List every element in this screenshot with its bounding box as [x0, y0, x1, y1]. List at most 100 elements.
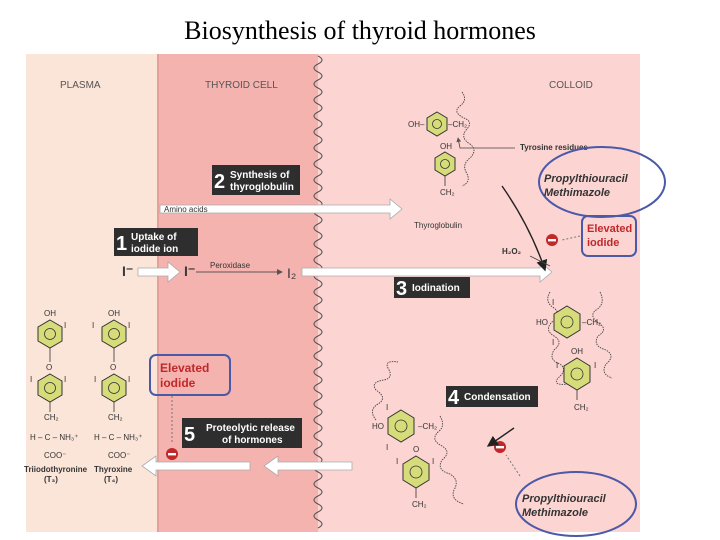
- step-3-box: 3 Iodination: [394, 277, 470, 300]
- t4-name-line2: (T₄): [104, 475, 118, 484]
- ch2-label: CH₂: [412, 500, 427, 509]
- step-2-box: 2 Synthesis of thyroglobulin: [212, 165, 300, 195]
- step-5-number: 5: [184, 424, 195, 446]
- diiodotyrosine-molecule: I HO –CH₂ I: [536, 298, 601, 347]
- peroxidase-label: Peroxidase: [210, 261, 251, 270]
- drug-top-line2: Methimazole: [544, 187, 610, 199]
- step-4-line1: Condensation: [464, 392, 531, 403]
- o-label: O: [413, 445, 419, 454]
- hormone-release-arrow-right: [263, 455, 353, 477]
- o-label: O: [46, 363, 52, 372]
- iodine-atom-label: I: [128, 321, 130, 330]
- inhibitor-icon: [546, 234, 558, 246]
- drug-bottom-line1: Propylthiouracil: [522, 493, 607, 505]
- iodine-atom-label: I: [30, 375, 32, 384]
- t3-name-line2: (T₃): [44, 475, 58, 484]
- ch2-label: CH₂: [108, 413, 123, 422]
- colloid-header: COLLOID: [549, 80, 593, 91]
- thyroglobulin-chain: [456, 91, 475, 187]
- thyroglobulin-chain: [547, 291, 569, 385]
- plasma-region: [26, 54, 158, 532]
- tyrosine-residues-label: Tyrosine residues: [520, 143, 588, 152]
- ch2-label: CH₂: [574, 403, 589, 412]
- drug-bottom-highlight: [515, 471, 637, 537]
- oh-label: OH: [44, 309, 56, 318]
- iodine-atom-label: I: [386, 443, 388, 452]
- amino-acid-arrow: [159, 198, 403, 220]
- t4-molecule: OH I I O I I CH₂ H – C – NH₃⁺ COO⁻ Thyro…: [92, 309, 142, 484]
- ch2-label: –CH₂: [448, 120, 467, 129]
- iodine-label: I₂: [287, 265, 296, 281]
- inhibition-line: [505, 454, 521, 477]
- drug-bottom-line2: Methimazole: [522, 507, 588, 519]
- o-label: O: [110, 363, 116, 372]
- diiodotyrosine-molecule: OH I I CH₂: [556, 347, 596, 412]
- step-2-line1: Synthesis of: [230, 170, 290, 181]
- ho-label: HO: [536, 318, 548, 327]
- tyrosine-molecule: OH– –CH₂: [408, 111, 467, 137]
- tyrosine-molecule: OH CH₂: [434, 142, 456, 197]
- elevated-iodide-plasma-line2: iodide: [160, 376, 196, 390]
- t3-molecule: OH I O I I CH₂ H – C – NH₃⁺ COO⁻ Triiodo…: [24, 309, 88, 484]
- thyroglobulin-chain: [434, 415, 465, 505]
- thyroglobulin-chain: [592, 291, 613, 379]
- tyrosine-pointer: [456, 137, 515, 149]
- colloid-region: [318, 54, 640, 532]
- iodine-atom-label: I: [128, 375, 130, 384]
- iodine-atom-label: I: [432, 457, 434, 466]
- iodine-atom-label: I: [94, 375, 96, 384]
- oh-label: OH–: [408, 120, 425, 129]
- step-4-number: 4: [448, 387, 460, 409]
- iodine-atom-label: I: [64, 321, 66, 330]
- inhibitor-icon: [494, 441, 506, 453]
- elevated-iodide-colloid-line1: Elevated: [587, 223, 632, 235]
- inhibitor-icon: [166, 448, 178, 460]
- ch2-label: CH₂: [440, 188, 455, 197]
- plasma-header: PLASMA: [60, 80, 101, 91]
- ch2-label: –CH₂: [418, 422, 437, 431]
- condensation-arrow: [486, 427, 515, 447]
- step-1-line2: iodide ion: [131, 244, 178, 255]
- step-2-number: 2: [214, 171, 225, 193]
- t3-name-line1: Triiodothyronine: [24, 465, 88, 474]
- oh-label: OH: [108, 309, 120, 318]
- ch2-label: CH₂: [44, 413, 59, 422]
- thyroid-cell-header: THYROID CELL: [205, 80, 278, 91]
- thyroid-cell-region: [158, 54, 318, 532]
- ch2-label: –CH₂: [582, 318, 601, 327]
- step-5-line1: Proteolytic release: [206, 423, 295, 434]
- iodine-atom-label: I: [396, 457, 398, 466]
- h2o2-label: H₂O₂: [502, 247, 522, 256]
- amino-acids-label: Amino acids: [164, 205, 208, 214]
- iodine-atom-label: I: [552, 338, 554, 347]
- h2o2-pointer: [529, 255, 551, 267]
- elevated-iodide-colloid-line2: iodide: [587, 237, 619, 249]
- t4-name-line1: Thyroxine: [94, 465, 133, 474]
- drug-top-highlight: [538, 146, 666, 218]
- cell-membrane-apical: [313, 55, 323, 529]
- ho-label: HO: [372, 422, 384, 431]
- hormone-release-arrow-left: [141, 455, 251, 477]
- iodide-cell-label: I⁻: [184, 263, 195, 279]
- inhibition-line: [561, 235, 581, 241]
- iodine-atom-label: I: [556, 361, 558, 370]
- step-3-number: 3: [396, 278, 407, 300]
- iodine-atom-label: I: [594, 361, 596, 370]
- drug-top-line1: Propylthiouracil: [544, 173, 629, 185]
- iodine-atom-label: I: [386, 403, 388, 412]
- oh-label: OH: [571, 347, 583, 356]
- iodine-atom-label: I: [64, 375, 66, 384]
- elevated-iodide-plasma-highlight: [149, 354, 231, 396]
- iodide-plasma-label: I⁻: [122, 263, 133, 279]
- step-1-number: 1: [116, 233, 127, 255]
- iodide-uptake-arrow: [137, 261, 181, 283]
- step-4-box: 4 Condensation: [446, 386, 538, 409]
- thyroglobulin-label: Thyroglobulin: [414, 221, 462, 230]
- carboxyl-label: COO⁻: [108, 451, 130, 460]
- step-5-box: 5 Proteolytic release of hormones: [182, 418, 302, 448]
- iodine-atom-label: I: [92, 321, 94, 330]
- step-2-line2: thyroglobulin: [230, 182, 294, 193]
- step-1-box: 1 Uptake of iodide ion: [114, 228, 198, 256]
- amine-label: H – C – NH₃⁺: [94, 433, 142, 442]
